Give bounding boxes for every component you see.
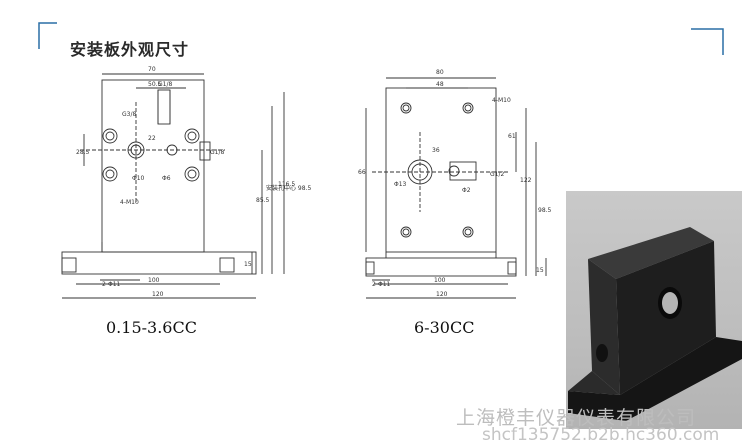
caption-left: 0.15-3.6CC — [106, 318, 197, 337]
watermark-company: 上海橙丰仪器仪表有限公司 — [456, 407, 697, 429]
dim-height-a: 85.5 — [256, 197, 270, 204]
dim-height-b: 122 — [520, 177, 532, 184]
dim-base-width: 120 — [436, 291, 448, 298]
dim-hole-left: Φ13 — [394, 181, 407, 188]
dim-base-holes: 2-Φ11 — [372, 281, 391, 288]
product-photo — [566, 191, 742, 429]
dim-inner-width: 48 — [436, 81, 444, 88]
dim-height-a: 61 — [508, 133, 516, 140]
dim-base-height: 15 — [536, 267, 544, 274]
dim-height-c: 98.5 — [538, 207, 552, 214]
corner-bracket-top-right — [691, 28, 724, 55]
dim-hole-b: Φ6 — [162, 175, 171, 182]
dim-center-offset: 22 — [148, 135, 156, 142]
page-title: 安装板外观尺寸 — [70, 40, 190, 59]
dim-inner-width: 50.5 — [148, 81, 162, 88]
dim-base-holes: 2-Φ11 — [102, 281, 121, 288]
dim-bore: 36 — [432, 147, 440, 154]
dim-thread-left: G3/8 — [122, 111, 136, 118]
dim-right-small: G1/8 — [210, 149, 224, 156]
caption-right: 6-30CC — [414, 318, 475, 337]
dim-thread-top: G1/8 — [158, 81, 172, 88]
dim-left-height: 28.5 — [76, 149, 90, 156]
dim-left-height: 66 — [358, 169, 366, 176]
mounting-plate-image — [568, 227, 742, 421]
dim-top-width: 70 — [148, 66, 156, 73]
corner-bracket-top-left — [38, 22, 57, 49]
dim-base-inner: 100 — [148, 277, 160, 284]
dim-base-height: 15 — [244, 261, 252, 268]
dim-bolt: 4-M10 — [120, 199, 139, 206]
drawing-left: 70 50.5 G1/8 G3/8 22 28.5 G1/8 Φ10 Φ6 4-… — [61, 66, 311, 299]
dim-side-thread: G1/2 — [490, 171, 504, 178]
dim-side-hole: Φ2 — [462, 187, 471, 194]
dim-height-c: 116.5 — [278, 181, 295, 188]
watermark-url: shcf135752.b2b.hc360.com — [482, 425, 720, 445]
drawing-right: 80 48 4-M10 36 G1/2 Φ2 Φ13 61 122 98.5 6… — [358, 69, 552, 299]
dim-base-inner: 100 — [434, 277, 446, 284]
dim-base-width: 120 — [152, 291, 164, 298]
dim-top-width: 80 — [436, 69, 444, 76]
dim-thread-top: 4-M10 — [492, 97, 511, 104]
dim-height-b: 安装孔中心 98.5 — [266, 184, 311, 192]
dim-hole-a: Φ10 — [132, 175, 145, 182]
